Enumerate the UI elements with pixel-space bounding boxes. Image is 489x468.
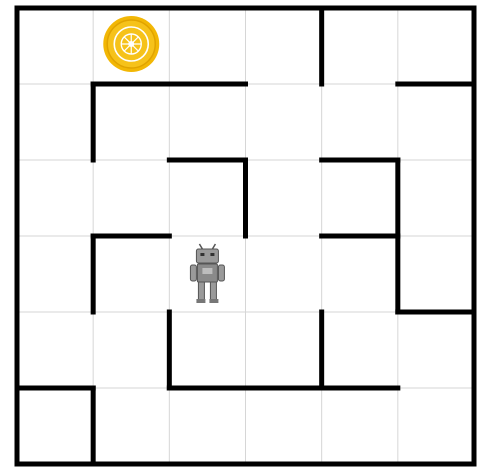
- player-robot[interactable]: [190, 244, 224, 303]
- goal-coin[interactable]: [103, 16, 159, 72]
- gold-coin-icon: [103, 16, 159, 72]
- robot-icon: [190, 244, 224, 303]
